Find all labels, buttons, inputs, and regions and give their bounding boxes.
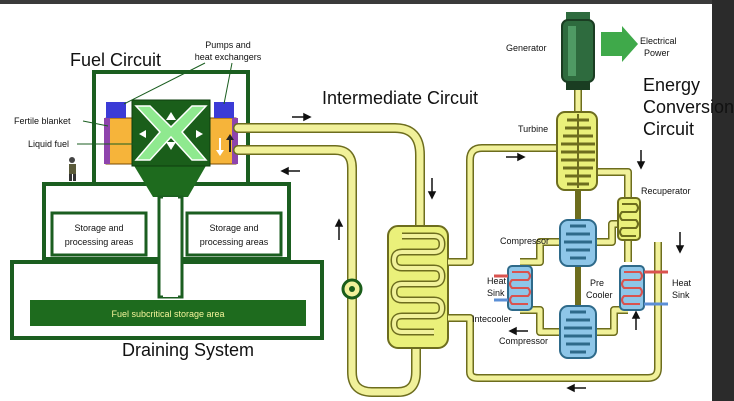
intercooler-icon — [507, 265, 533, 311]
pumps-leader-left — [123, 62, 206, 105]
heat-sink-left-line1: Heat — [487, 276, 507, 286]
drain-channel — [133, 164, 207, 299]
intermediate-flow-arrows — [280, 112, 437, 240]
generator-label: Generator — [506, 43, 547, 53]
turbine-icon — [556, 111, 598, 191]
storage-left-line1: Storage and — [74, 223, 123, 233]
pump-right — [214, 102, 234, 118]
pumps-label-line2: heat exchangers — [195, 52, 262, 62]
storage-left-line2: processing areas — [65, 237, 134, 247]
intermediate-pipes — [233, 123, 425, 397]
reactor-core — [104, 99, 238, 167]
electrical-power-arrow — [601, 26, 638, 62]
subcritical-label: Fuel subcritical storage area — [111, 309, 224, 319]
liquid-fuel-label: Liquid fuel — [28, 139, 69, 149]
draining-system-title: Draining System — [122, 340, 254, 360]
recuperator-label: Recuperator — [641, 186, 691, 196]
fuel-circuit-title: Fuel Circuit — [70, 50, 161, 70]
storage-box-right — [185, 211, 283, 257]
storage-right-line2: processing areas — [200, 237, 269, 247]
compressor-top-label: Compressor — [500, 236, 549, 246]
pre-cooler-line2: Cooler — [586, 290, 613, 300]
precooler-icon — [619, 265, 645, 311]
fertile-blanket-label: Fertile blanket — [14, 116, 71, 126]
recuperator-icon — [617, 197, 641, 241]
compressor-top-icon — [559, 219, 597, 267]
intercooler-label: Intecooler — [472, 314, 512, 324]
energy-title-line2: Conversion — [643, 97, 734, 117]
heat-sink-left-line2: Sink — [487, 288, 505, 298]
compressor-bottom-icon — [559, 305, 597, 359]
intermediate-pump-icon — [341, 278, 363, 300]
heat-sink-right-line1: Heat — [672, 278, 692, 288]
electrical-label-line2: Power — [644, 48, 670, 58]
right-band — [712, 0, 734, 401]
person-icon — [69, 157, 76, 181]
energy-title-line1: Energy — [643, 75, 700, 95]
fertile-leader — [82, 120, 109, 127]
pumps-leader-right — [223, 62, 233, 105]
energy-pipes — [448, 90, 662, 382]
compressor-bottom-label: Compressor — [499, 336, 548, 346]
intermediate-heat-exchanger — [387, 225, 449, 349]
subcritical-storage-bar — [30, 300, 306, 326]
pump-left — [106, 102, 126, 118]
generator-icon — [561, 12, 595, 90]
top-band — [0, 0, 734, 4]
energy-title-line3: Circuit — [643, 119, 694, 139]
intermediate-circuit-title: Intermediate Circuit — [322, 88, 478, 108]
energy-flow-arrows — [506, 150, 685, 393]
turbine-label: Turbine — [518, 124, 548, 134]
storage-right-line1: Storage and — [209, 223, 258, 233]
pre-cooler-line1: Pre — [590, 278, 604, 288]
heat-sink-right-line2: Sink — [672, 290, 690, 300]
electrical-label-line1: Electrical — [640, 36, 677, 46]
pumps-label-line1: Pumps and — [205, 40, 251, 50]
storage-box-left — [50, 211, 148, 257]
